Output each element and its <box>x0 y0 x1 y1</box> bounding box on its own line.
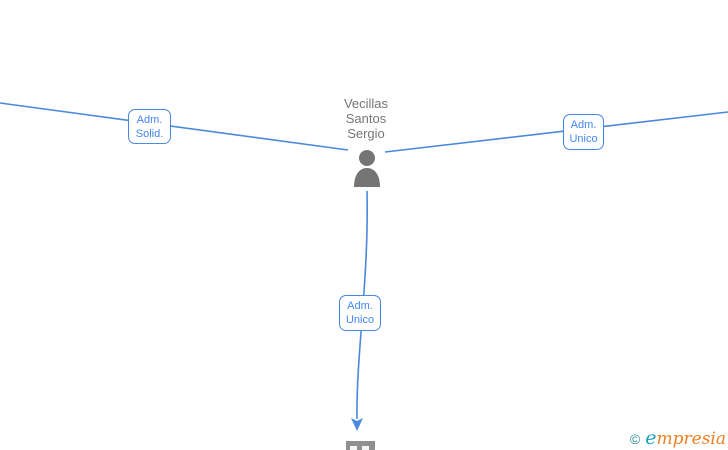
edge-label-adm-solid[interactable]: Adm. Solid. <box>128 109 171 144</box>
center-node-name[interactable]: Vecillas Santos Sergio <box>343 96 389 141</box>
brand-initial: e <box>645 427 657 449</box>
edge-label-line: Adm. <box>570 119 597 131</box>
edge-line-adm-unico-right <box>384 111 728 153</box>
empresia-watermark[interactable]: © empresia <box>630 427 726 449</box>
edge-label-line: Adm. <box>136 113 163 126</box>
building-window <box>362 446 369 450</box>
brand-rest: mpresia <box>656 429 727 449</box>
building-window <box>350 446 357 450</box>
building-icon[interactable] <box>346 441 375 450</box>
brand-logo: empresia <box>645 427 726 449</box>
edge-label-line: Unico <box>345 314 375 326</box>
center-node[interactable] <box>352 149 382 192</box>
edge-label-line: Unico <box>569 133 598 145</box>
edge-label-line: Solid. <box>135 127 164 140</box>
edge-label-line: Adm. <box>347 300 373 312</box>
person-icon <box>354 150 380 187</box>
edge-line-adm-solid <box>0 102 349 151</box>
arrowhead-icon <box>351 418 363 431</box>
edge-label-adm-unico-right[interactable]: Adm. Unico <box>563 114 604 150</box>
copyright-icon: © <box>629 431 641 447</box>
edge-label-adm-unico-down[interactable]: Adm. Unico <box>339 295 381 331</box>
